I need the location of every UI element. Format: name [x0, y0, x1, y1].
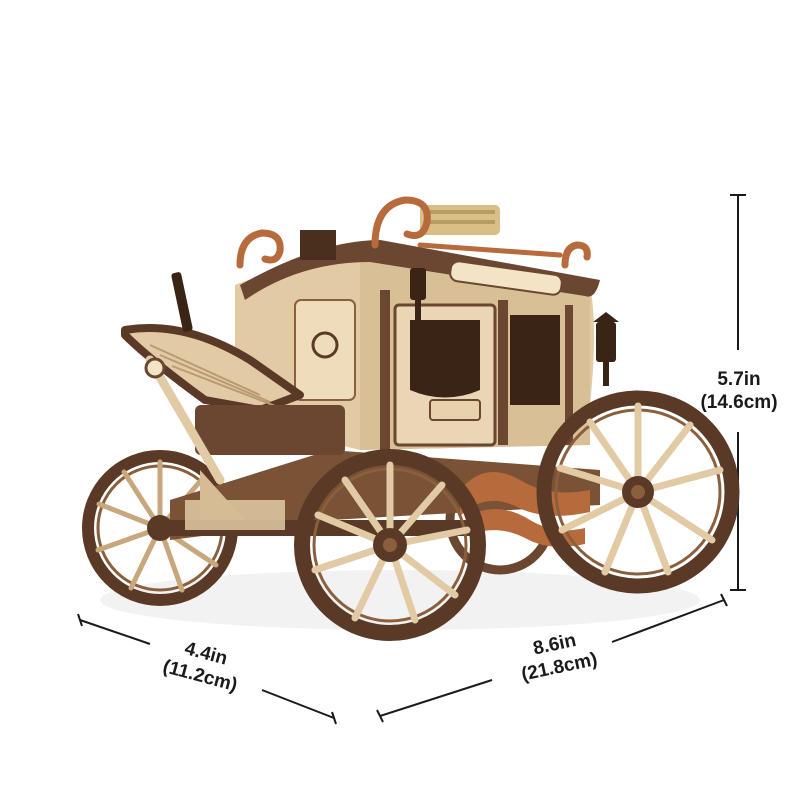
height-metric: (14.6cm)	[700, 392, 778, 413]
right-lantern	[593, 312, 619, 386]
depth-dimension-line	[77, 613, 337, 725]
brake-lever	[171, 272, 193, 332]
width-dimension-line	[376, 593, 728, 723]
roof-scrollwork	[236, 196, 591, 269]
front-right-wheel	[536, 390, 740, 594]
driver-seat	[121, 324, 345, 485]
height-dimension-line	[730, 194, 746, 591]
stage-coach-sign	[449, 260, 563, 296]
height-imperial: 5.7in	[717, 369, 761, 390]
ground-shadow	[100, 570, 700, 630]
roof-luggage	[300, 205, 500, 260]
height-dimension-label: 5.7in (14.6cm)	[684, 368, 794, 414]
front-lantern	[410, 268, 426, 340]
front-center-wheel	[294, 449, 486, 641]
